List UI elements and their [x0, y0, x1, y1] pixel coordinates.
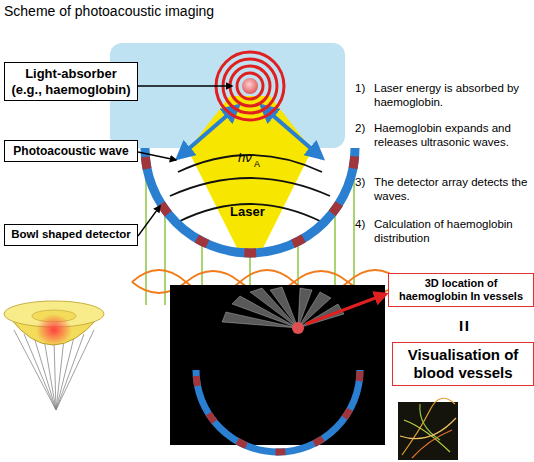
- step-text: The detector array detects the waves.: [374, 176, 532, 204]
- step-number: 1): [355, 82, 375, 96]
- step-number: 4): [355, 218, 375, 232]
- step-text: Calculation of haemoglobin distribution: [374, 218, 532, 246]
- detector-elements: [145, 148, 355, 253]
- callout-box: Photoacoustic wave: [4, 140, 138, 162]
- back-projection-rays: [222, 287, 344, 328]
- node-text: Visualisation of blood vessels: [397, 346, 529, 382]
- result-arrow: [306, 294, 386, 324]
- wave-fronts: [170, 155, 330, 222]
- step-number: 2): [355, 122, 375, 136]
- detector-elements: [196, 370, 360, 452]
- step-text: Laser energy is absorbed by haemoglobin.: [374, 82, 532, 110]
- absorber-blob: [242, 78, 258, 94]
- annotation-label: Laser: [230, 204, 274, 220]
- bowl-icon: [4, 301, 104, 410]
- reconstruction-panel: [170, 285, 385, 445]
- node-text: 3D location of haemoglobin In vessels: [393, 277, 529, 303]
- bowl-detector: [145, 148, 355, 253]
- leader-lines: [138, 86, 232, 236]
- step-number: 3): [355, 176, 375, 190]
- equals-sign: =: [452, 314, 476, 338]
- annotation-label: A: [254, 159, 266, 170]
- node-text: Light-absorber (e.g., haemoglobin): [9, 66, 133, 97]
- bowl-detector: [196, 370, 360, 452]
- callout-box: Bowl shaped detector: [4, 224, 138, 246]
- result-box: 3D location of haemoglobin In vessels: [388, 273, 534, 307]
- located-absorber: [292, 322, 304, 334]
- detector-wires: [146, 163, 354, 305]
- diagram-title: Scheme of photoacoustic imaging: [4, 3, 324, 20]
- callout-box: Light-absorber (e.g., haemoglobin): [4, 62, 138, 101]
- node-text: Photoacoustic wave: [9, 144, 133, 158]
- result-box: Visualisation of blood vessels: [392, 342, 534, 386]
- step-text: Haemoglobin expands and releases ultraso…: [374, 122, 532, 150]
- vessel-image: [398, 398, 458, 460]
- node-text: Bowl shaped detector: [9, 228, 133, 242]
